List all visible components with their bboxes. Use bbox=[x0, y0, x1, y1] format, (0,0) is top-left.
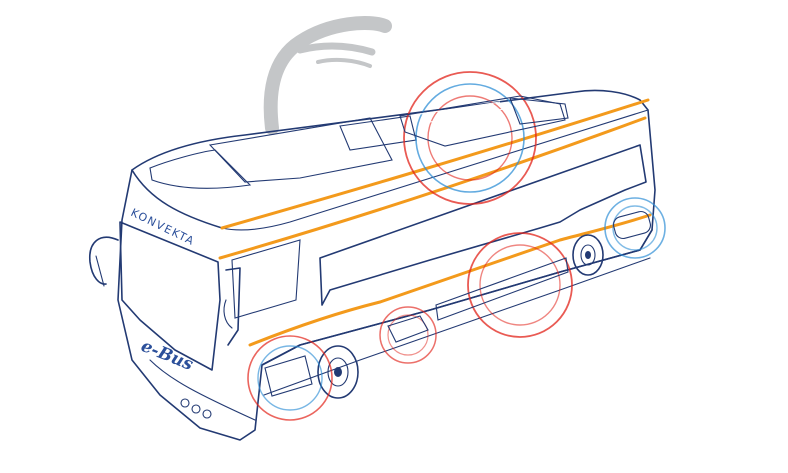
mid-compressor-box-icon bbox=[380, 307, 436, 363]
roof-climate-unit-icon bbox=[400, 72, 568, 204]
rear-battery-cooler-icon bbox=[605, 198, 665, 258]
side-window-band bbox=[320, 145, 646, 305]
bus-body bbox=[90, 90, 655, 440]
roof-glass-panels bbox=[150, 116, 416, 188]
pantograph-icon bbox=[271, 23, 385, 128]
brand-name-label: KONVEKTA bbox=[129, 206, 197, 248]
ebus-label: e-Bus bbox=[138, 336, 196, 375]
headlight-icon bbox=[181, 399, 189, 407]
rear-wheel-icon bbox=[573, 235, 603, 275]
side-heating-duct-icon bbox=[436, 233, 572, 337]
